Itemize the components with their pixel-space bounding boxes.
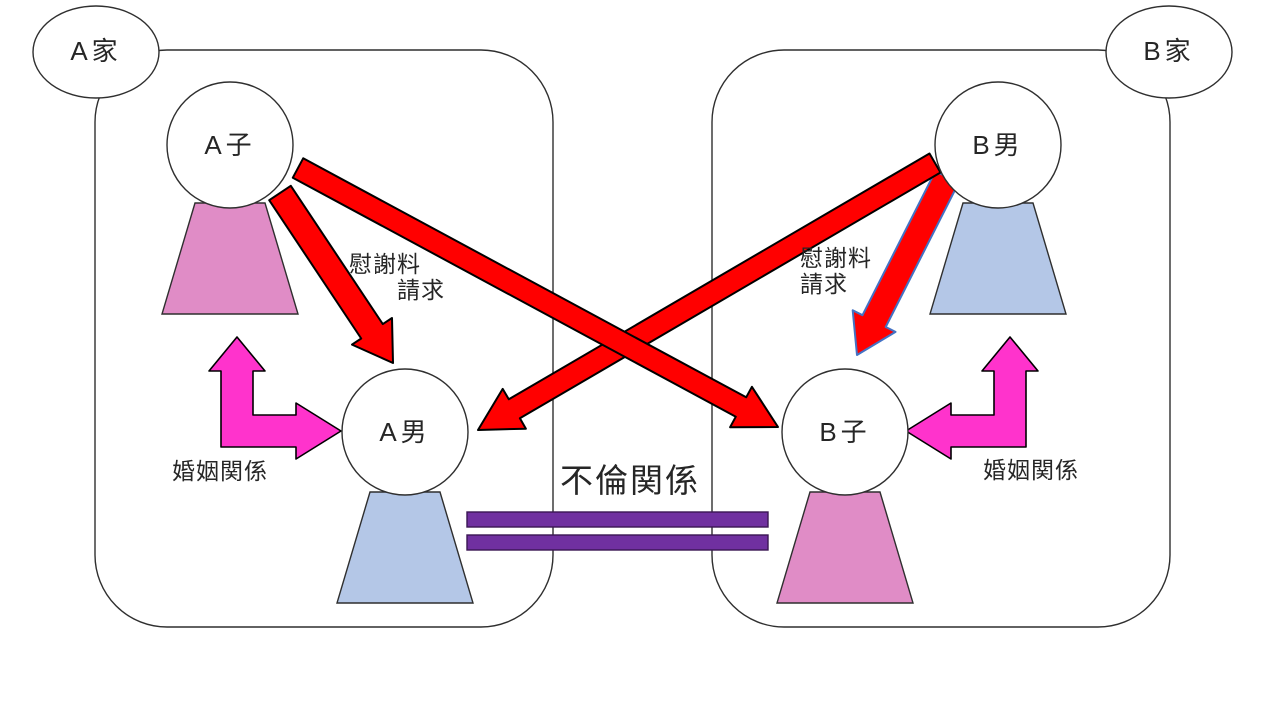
affair-bar-top (466, 511, 769, 528)
claim-arrow-b-husband-to-b-wife (851, 170, 960, 356)
claim-label-right-line1: 慰謝料 (800, 245, 872, 271)
person-b-husband-head (934, 81, 1062, 209)
person-a-husband-head (341, 368, 469, 496)
family-b-label: B家 (1143, 36, 1195, 66)
claim-label-left-line2: 請求 (397, 277, 445, 304)
claim-arrow-b-husband-to-a-husband (477, 152, 942, 431)
marriage-arrow-left (208, 336, 342, 460)
affair-bar-bottom (466, 534, 769, 551)
person-a-husband-label: A男 (379, 417, 431, 447)
family-a-ellipse (32, 5, 160, 99)
claim-arrow-a-wife-to-a-husband (268, 184, 394, 364)
person-a-wife-head (166, 81, 294, 209)
affair-label: 不倫関係 (560, 462, 700, 499)
person-b-husband-label: B男 (972, 130, 1024, 160)
claim-arrow-a-wife-to-b-wife (291, 157, 779, 429)
claim-label-right-line2: 請求 (800, 271, 848, 298)
family-b-ellipse (1105, 5, 1233, 99)
claim-label-left-line1: 慰謝料 (349, 251, 421, 277)
person-b-wife-head (781, 368, 909, 496)
marriage-label-left: 婚姻関係 (172, 458, 268, 484)
claim-label-right: 慰謝料 請求 (800, 245, 872, 298)
claim-label-left: 慰謝料 請求 (349, 251, 445, 304)
person-a-wife-label: A子 (204, 130, 256, 160)
person-b-wife-label: B子 (819, 417, 871, 447)
marriage-label-right: 婚姻関係 (983, 457, 1079, 483)
family-a-label: A家 (70, 36, 122, 66)
